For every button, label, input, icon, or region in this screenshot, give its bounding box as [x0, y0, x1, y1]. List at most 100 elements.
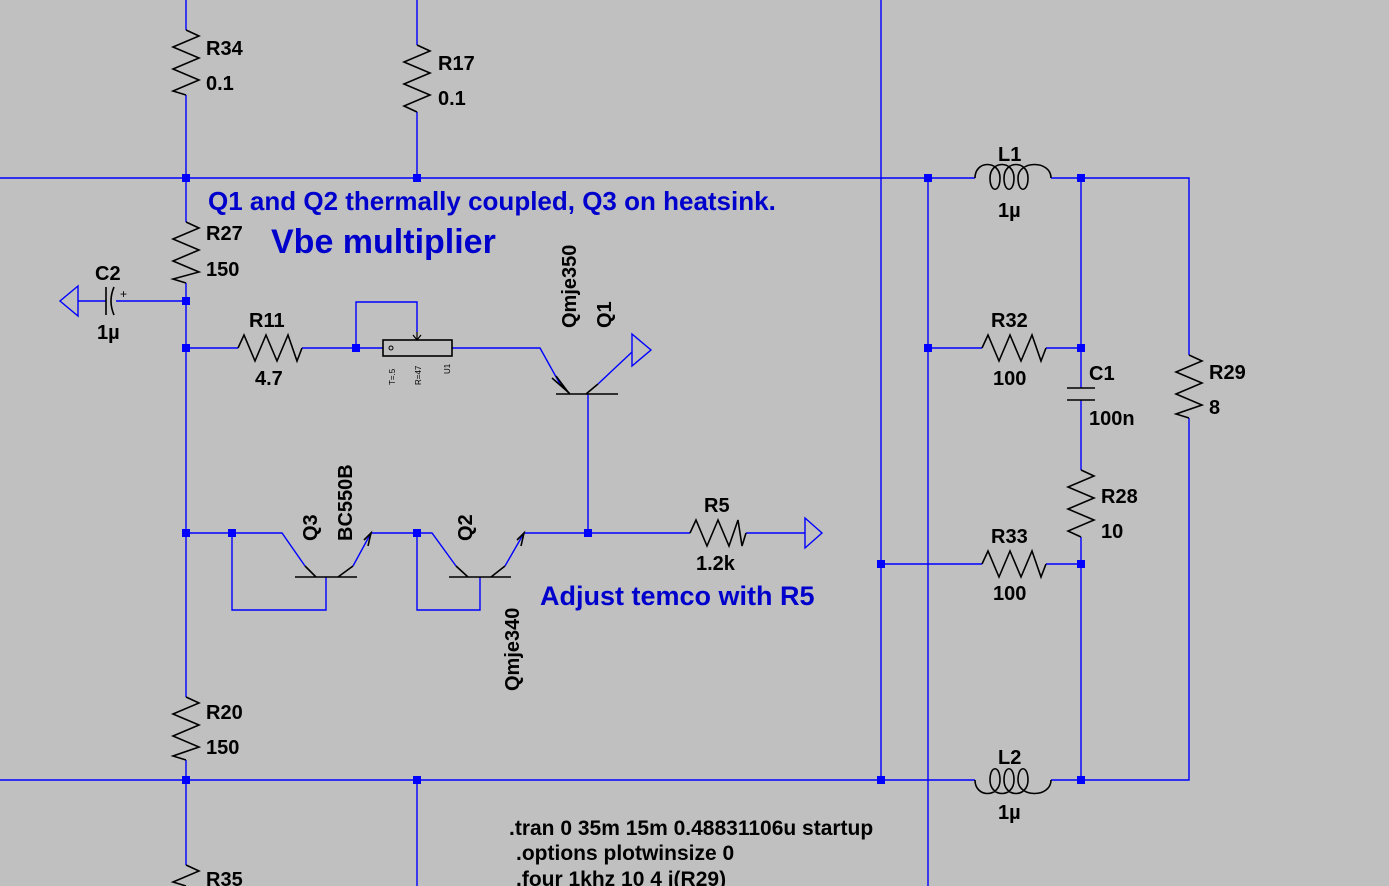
note-adjust-temco: Adjust temco with R5 [540, 581, 815, 611]
r5-value-label: 1.2k [696, 553, 736, 575]
r11-name-label: R11 [249, 310, 285, 332]
wire-q1-emitter [597, 351, 633, 385]
note-vbe-multiplier: Vbe multiplier [271, 223, 496, 261]
u1-potentiometer[interactable] [382, 332, 453, 357]
c1-value-label: 100n [1089, 408, 1135, 430]
r20-symbol[interactable] [170, 696, 202, 761]
junction-dot [1077, 344, 1085, 352]
note-thermal: Q1 and Q2 thermally coupled, Q3 on heats… [208, 186, 776, 216]
r5-name-label: R5 [704, 495, 730, 517]
q2-symbol[interactable] [449, 565, 511, 578]
junction-dot [228, 529, 236, 537]
wire-top-rail [0, 177, 1190, 781]
r32-symbol[interactable] [981, 332, 1047, 364]
junction-dot [352, 344, 360, 352]
wire-q2-loop [416, 533, 481, 611]
wire-pot-wiper [355, 301, 418, 348]
wire-r11-pot [186, 347, 561, 385]
q2-emitter-arrow [516, 530, 526, 547]
junction-dots [182, 174, 1085, 784]
junction-dot [182, 776, 190, 784]
junction-dot [413, 529, 421, 537]
junction-dot [924, 174, 932, 182]
q3-symbol[interactable] [295, 565, 357, 578]
l1-value-label: 1µ [998, 200, 1021, 222]
r34-value-label: 0.1 [206, 73, 234, 95]
junction-dot [182, 344, 190, 352]
directive-four[interactable]: .four 1khz 10 4 i(R29) [516, 868, 726, 886]
q1-emitter-arrow [551, 375, 569, 393]
r29-name-label: R29 [1209, 362, 1246, 384]
r32-name-label: R32 [991, 310, 1028, 332]
u1-pin-marker [388, 345, 394, 351]
u1-wiper-arrow [412, 332, 422, 341]
r5-symbol[interactable] [689, 517, 747, 549]
q1-ground-symbol[interactable] [631, 332, 653, 368]
c2-symbol[interactable] [105, 286, 115, 316]
junction-dot [877, 560, 885, 568]
u1-t-param: T=.5 [388, 368, 397, 385]
junction-dot [924, 344, 932, 352]
inductor-symbols [974, 163, 1052, 795]
r29-value-label: 8 [1209, 397, 1220, 419]
l2-symbol[interactable] [974, 767, 1052, 795]
spice-directives: .tran 0 35m 15m 0.48831106u startup .opt… [509, 817, 873, 886]
r32-value-label: 100 [993, 368, 1026, 390]
r28-value-label: 10 [1101, 521, 1123, 543]
l1-symbol[interactable] [974, 163, 1052, 191]
junction-dot [182, 174, 190, 182]
q3-name-label: Q3 [300, 514, 322, 541]
q2-name-label: Q2 [455, 514, 477, 541]
r29-symbol[interactable] [1173, 354, 1205, 419]
l2-name-label: L2 [998, 747, 1021, 769]
junction-dot [877, 776, 885, 784]
capacitor-symbols: + [105, 286, 1095, 401]
junction-dot [1077, 560, 1085, 568]
junction-dot [1077, 776, 1085, 784]
r17-name-label: R17 [438, 53, 475, 75]
l1-name-label: L1 [998, 144, 1021, 166]
wires [0, 0, 1190, 886]
r27-symbol[interactable] [170, 221, 202, 284]
r34-name-label: R34 [206, 38, 244, 60]
r33-value-label: 100 [993, 583, 1026, 605]
directive-options[interactable]: .options plotwinsize 0 [516, 842, 734, 865]
u1-name-label: U1 [443, 363, 452, 374]
r5-ground-symbol[interactable] [804, 516, 824, 550]
r11-value-label: 4.7 [255, 368, 283, 390]
r34-symbol[interactable] [170, 29, 202, 96]
r28-symbol[interactable] [1065, 469, 1097, 538]
junction-dot [182, 529, 190, 537]
ground-symbols [58, 284, 824, 550]
u1-r-param: R=47 [414, 365, 423, 385]
directive-tran[interactable]: .tran 0 35m 15m 0.48831106u startup [509, 817, 873, 840]
junction-dot [413, 174, 421, 182]
transistor-symbols [295, 375, 618, 578]
r20-name-label: R20 [206, 702, 243, 724]
junction-dot [584, 529, 592, 537]
r33-symbol[interactable] [981, 548, 1047, 580]
c1-name-label: C1 [1089, 363, 1115, 385]
r17-symbol[interactable] [401, 44, 433, 113]
junction-dot [182, 297, 190, 305]
c2-ground-symbol[interactable] [58, 284, 79, 318]
q1-model-label: Qmje350 [559, 245, 581, 328]
r17-value-label: 0.1 [438, 88, 466, 110]
c2-name-label: C2 [95, 263, 121, 285]
junction-dot [1077, 174, 1085, 182]
r35-name-label: R35 [206, 869, 243, 886]
l2-value-label: 1µ [998, 802, 1021, 824]
wire-q3-q2-row [186, 532, 805, 567]
r28-name-label: R28 [1101, 486, 1138, 508]
annotation-notes: Q1 and Q2 thermally coupled, Q3 on heats… [208, 186, 815, 611]
c1-symbol[interactable] [1067, 387, 1095, 401]
component-labels: R34 0.1 R17 0.1 R27 150 C2 1µ R11 4.7 R2… [95, 38, 1246, 886]
r35-symbol[interactable] [170, 864, 201, 886]
q3-model-label: BC550B [335, 464, 357, 541]
r11-symbol[interactable] [237, 332, 303, 364]
junction-dot [413, 776, 421, 784]
c2-plus-sign: + [120, 287, 127, 301]
r27-value-label: 150 [206, 259, 239, 281]
c2-value-label: 1µ [97, 322, 120, 344]
